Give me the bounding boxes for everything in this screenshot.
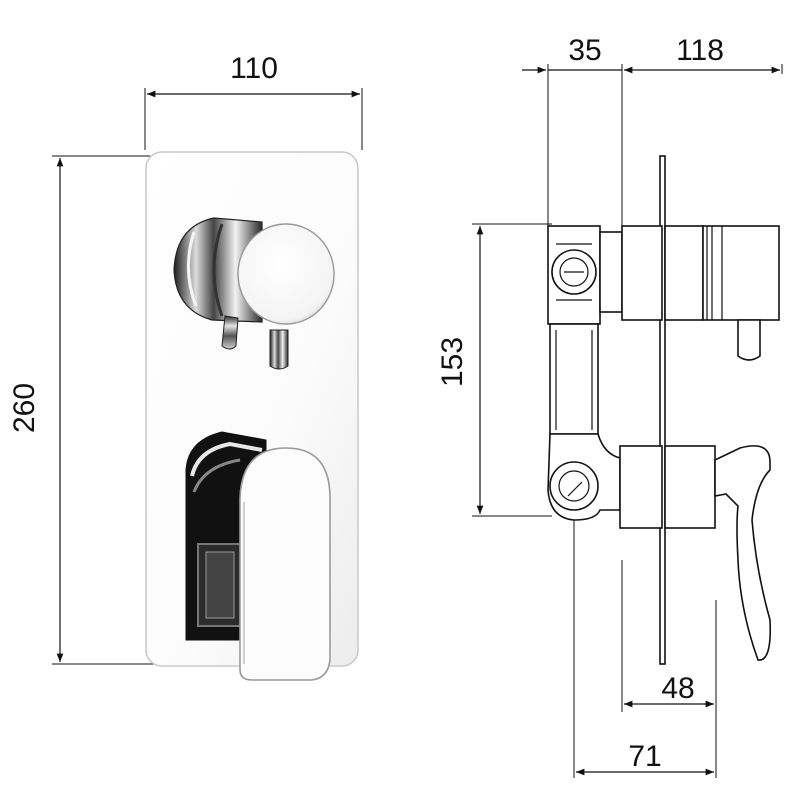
- width-label: 110: [230, 52, 278, 85]
- height-label: 260: [8, 383, 41, 433]
- wall-plate: [659, 155, 666, 665]
- diverter-lever: [185, 431, 331, 681]
- connecting-pipe: [549, 323, 599, 435]
- side-view: 35 118 153 48 71: [436, 34, 783, 778]
- diverter-lever-side: [619, 445, 772, 661]
- bottom-outer-label: 71: [628, 740, 661, 773]
- thermostat-knob: [173, 217, 335, 370]
- bottom-inner-label: 48: [661, 672, 694, 705]
- front-view: 110 260: [8, 52, 363, 681]
- vertical-label: 153: [436, 337, 469, 387]
- thermostat-knob-side: [599, 225, 780, 361]
- top-left-label: 35: [568, 34, 601, 67]
- top-right-label: 118: [676, 34, 724, 67]
